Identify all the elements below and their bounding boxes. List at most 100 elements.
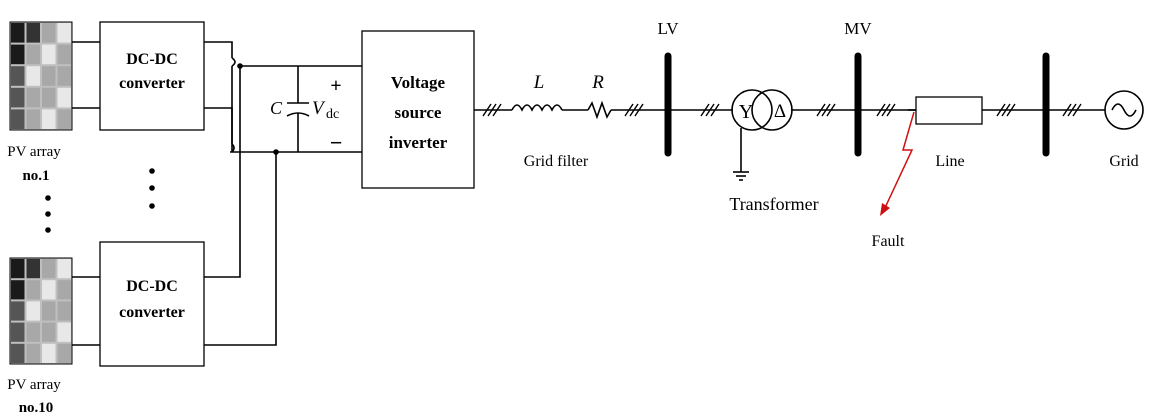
converter-2-line1: DC-DC	[126, 278, 178, 295]
pv-cell	[57, 280, 71, 300]
pv-array-10-label: PV array	[7, 377, 61, 393]
inverter-line2: source	[395, 103, 442, 122]
converter-2-line2: converter	[119, 304, 185, 321]
pv-cell	[11, 301, 25, 321]
pv-cell	[42, 66, 56, 86]
pv-cell	[26, 44, 40, 65]
phase-hash	[996, 103, 1006, 117]
pv-array-10-number: no.10	[19, 400, 54, 416]
dc-dc-converter-1: DC-DC converter	[99, 21, 205, 131]
voltage-source-inverter: Voltage source inverter	[361, 30, 475, 189]
pv-cell	[57, 87, 71, 108]
pv-converter-wires	[72, 41, 100, 346]
pv-cell	[42, 322, 56, 342]
phase-hash	[1062, 103, 1072, 117]
fault-caption: Fault	[872, 233, 905, 250]
pv-cell	[11, 109, 25, 129]
pv-cell	[42, 23, 56, 43]
pv-cell	[26, 280, 40, 300]
dc-bus-wiring	[204, 41, 362, 346]
pv-cell	[26, 23, 40, 43]
transformer: Y Δ	[731, 89, 793, 181]
resistor-label: R	[591, 72, 604, 93]
grid-caption: Grid	[1109, 153, 1138, 170]
phase-hash	[876, 103, 886, 117]
converter-ellipsis	[149, 168, 155, 209]
lv-bus-label: LV	[657, 19, 679, 38]
pv-array-1-number: no.1	[22, 168, 49, 184]
vdc-minus: −	[330, 130, 343, 155]
pv-cell	[26, 322, 40, 342]
fault-indicator	[880, 111, 915, 216]
phase-hash	[700, 103, 710, 117]
phase-hash	[492, 103, 502, 117]
transmission-line	[915, 96, 983, 125]
pv-cell	[26, 87, 40, 108]
transformer-primary-symbol: Y	[739, 101, 753, 123]
vdc-symbol: V	[312, 98, 326, 119]
grid-filter-caption: Grid filter	[524, 153, 589, 170]
phase-hash	[821, 103, 831, 117]
phase-hash	[816, 103, 826, 117]
pv-cell	[26, 109, 40, 129]
vdc-plus: +	[330, 75, 341, 97]
transformer-caption: Transformer	[729, 194, 818, 214]
pv-cell	[11, 259, 25, 279]
pv-cell	[57, 343, 71, 363]
pv-cell	[11, 44, 25, 65]
pv-cell	[26, 343, 40, 363]
pv-cell	[57, 322, 71, 342]
pv-cell	[57, 109, 71, 129]
pv-cell	[57, 66, 71, 86]
pv-cell	[42, 109, 56, 129]
pv-cell	[42, 280, 56, 300]
capacitor-label: C	[270, 98, 283, 118]
phase-hash	[624, 103, 634, 117]
phase-hash	[1072, 103, 1082, 117]
phase-hash	[826, 103, 836, 117]
pv-array-1: PV array no.1	[7, 21, 73, 184]
pv-array-1-label: PV array	[7, 144, 61, 160]
three-phase-marks	[482, 103, 1082, 117]
phase-hash	[1067, 103, 1077, 117]
converter-1-line1: DC-DC	[126, 51, 178, 68]
pv-cell	[57, 44, 71, 65]
pv-cell	[11, 280, 25, 300]
inverter-line1: Voltage	[391, 73, 446, 92]
phase-hash	[886, 103, 896, 117]
pv-cell	[11, 87, 25, 108]
pv-array-10: PV array no.10	[7, 257, 73, 416]
pv-cell	[11, 66, 25, 86]
phase-hash	[629, 103, 639, 117]
pv-cell	[11, 23, 25, 43]
pv-cell	[42, 44, 56, 65]
phase-hash	[487, 103, 497, 117]
pv-cell	[42, 343, 56, 363]
transformer-secondary-symbol: Δ	[774, 101, 786, 122]
mv-bus-label: MV	[844, 19, 872, 38]
inductor-label: L	[533, 72, 545, 93]
phase-hash	[705, 103, 715, 117]
phase-hash	[634, 103, 644, 117]
line-caption: Line	[935, 153, 964, 170]
pv-cell	[26, 259, 40, 279]
phase-hash	[710, 103, 720, 117]
inverter-line3: inverter	[389, 133, 448, 152]
pv-cell	[42, 87, 56, 108]
dc-dc-converter-2: DC-DC converter	[99, 241, 205, 367]
phase-hash	[482, 103, 492, 117]
phase-hash	[881, 103, 891, 117]
converter-1-line2: converter	[119, 75, 185, 92]
pv-cell	[57, 259, 71, 279]
pv-cell	[26, 66, 40, 86]
pv-cell	[42, 259, 56, 279]
pv-cell	[42, 301, 56, 321]
pv-cell	[57, 23, 71, 43]
phase-hash	[1006, 103, 1016, 117]
pv-cell	[57, 301, 71, 321]
pv-cell	[11, 322, 25, 342]
pv-array-ellipsis	[45, 195, 51, 233]
phase-hash	[1001, 103, 1011, 117]
pv-cell	[11, 343, 25, 363]
